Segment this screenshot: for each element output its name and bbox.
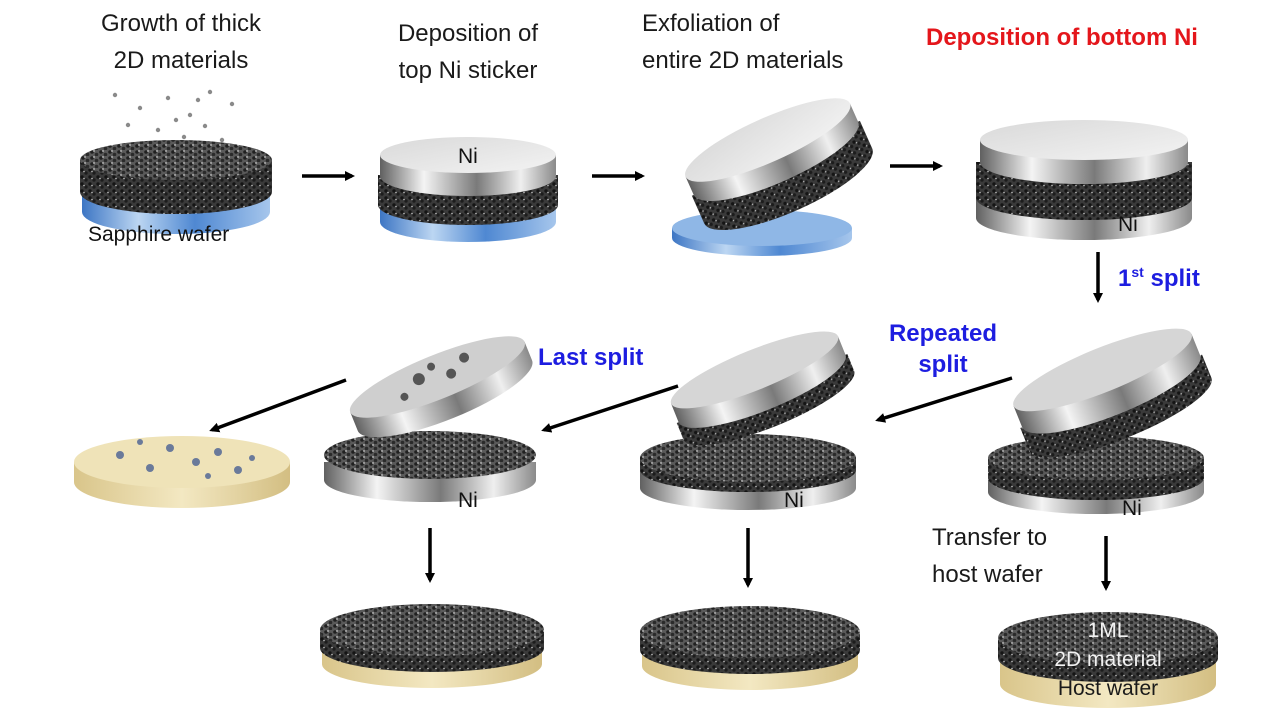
final-wafer-line3: Host wafer	[1057, 677, 1159, 701]
arrow-last-split	[541, 384, 679, 433]
sapphire-wafer-label: Sapphire wafer	[88, 223, 230, 246]
split-left-assembly	[324, 336, 536, 502]
first-split-suffix: st	[1131, 264, 1144, 280]
step1-caption-line1: Growth of thick	[100, 10, 262, 37]
final-wafer-line1: 1ML	[1087, 619, 1129, 642]
step4-caption: Deposition of bottom Ni	[926, 24, 1198, 51]
arrow-to-residue	[209, 378, 347, 433]
arrow-repeated-split	[875, 376, 1013, 423]
last-split-label: Last split	[538, 344, 644, 371]
first-split-number: 1	[1118, 265, 1132, 292]
step2-ni-sticker-stack	[378, 137, 558, 242]
monolayer-wafer-left	[320, 604, 544, 688]
deposition-particles	[112, 89, 235, 151]
step1-caption: Growth of thick 2D materials	[86, 10, 276, 76]
first-split-label: 1st split	[1118, 264, 1200, 294]
first-split-word: split	[1143, 265, 1200, 292]
residue-host-wafer	[74, 436, 290, 508]
final-wafer-label: 1ML 2D material Host wafer	[1018, 618, 1198, 702]
step1-sapphire-stack	[80, 89, 272, 234]
step2-caption: Deposition of top Ni sticker	[378, 20, 558, 86]
repeated-split-line1: Repeated	[888, 320, 998, 347]
step2-ni-label: Ni	[458, 145, 478, 168]
monolayer-wafer-middle	[640, 606, 860, 690]
step4-ni-label: Ni	[1118, 213, 1138, 236]
split-right-assembly	[988, 328, 1212, 514]
right-ni-label: Ni	[1122, 497, 1142, 520]
step3-caption-line2: entire 2D materials	[642, 46, 844, 74]
repeated-split-line2: split	[918, 350, 968, 378]
repeated-split-label: Repeated split	[880, 320, 1006, 380]
step2-caption-line2: top Ni sticker	[398, 56, 538, 84]
monolayer-wafer-right	[998, 612, 1218, 708]
step3-exfoliation	[672, 98, 873, 256]
split-middle-assembly	[640, 331, 856, 510]
step2-caption-line1: Deposition of	[397, 20, 539, 47]
step3-caption: Exfoliation of entire 2D materials	[642, 10, 843, 76]
middle-ni-label: Ni	[784, 489, 804, 512]
left-ni-label: Ni	[458, 489, 478, 512]
final-wafer-line2: 2D material	[1054, 648, 1162, 672]
transfer-caption-line2: host wafer	[932, 560, 1043, 588]
step3-caption-line1: Exfoliation of	[642, 10, 780, 37]
step1-caption-line2: 2D materials	[113, 46, 249, 74]
transfer-caption: Transfer to host wafer	[932, 524, 1047, 590]
step4-double-ni-stack	[976, 120, 1192, 240]
transfer-caption-line1: Transfer to	[932, 524, 1048, 551]
